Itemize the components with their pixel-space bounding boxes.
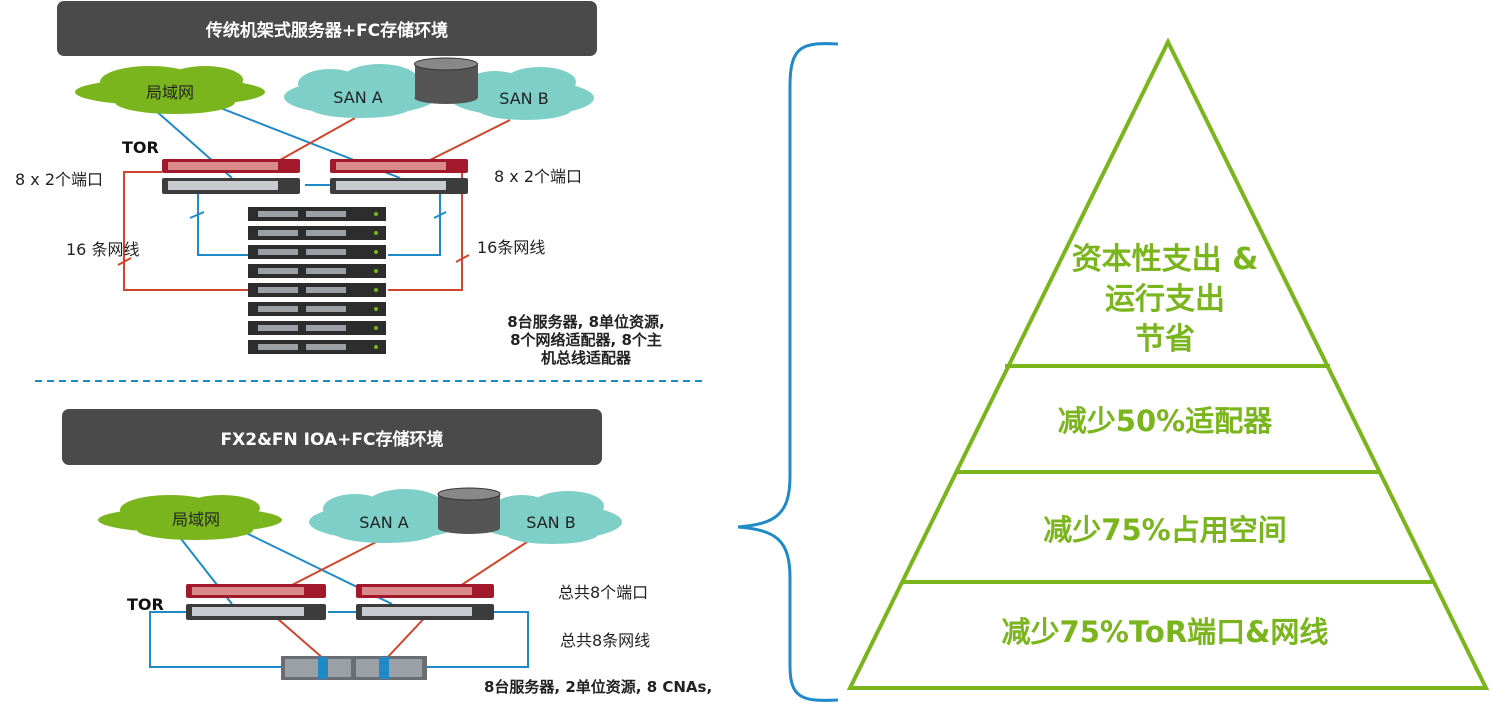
top-summary-line2: 8个网络适配器, 8个主 [510, 331, 662, 349]
top-summary-note: 8台服务器, 8单位资源, 8个网络适配器, 8个主 机总线适配器 [486, 313, 686, 367]
top-summary-line3: 机总线适配器 [540, 349, 631, 367]
top-summary-line1: 8台服务器, 8单位资源, [507, 313, 665, 331]
bottom-san-a-label: SAN A [359, 513, 408, 532]
bottom-tor-label: TOR [127, 595, 164, 614]
bottom-fx2-chassis [281, 656, 427, 680]
top-storage-icon [414, 57, 478, 104]
top-tor-label: TOR [122, 138, 159, 157]
bottom-red-links [269, 539, 531, 661]
curly-brace [737, 42, 839, 702]
pyramid-tier-adapters: 减少50%适配器 [1057, 404, 1273, 438]
pyramid-graphic [846, 37, 1490, 690]
bottom-storage-icon [437, 487, 501, 534]
pyramid-top-line3: 节省 [1135, 322, 1195, 357]
top-tor-switch-left [162, 159, 300, 194]
top-san-a-label: SAN A [333, 88, 382, 107]
pyramid-top-line1: 资本性支出 & [1071, 242, 1259, 277]
top-san-b-label: SAN B [499, 89, 548, 108]
top-banner: 传统机架式服务器+FC存储环境 [57, 1, 597, 56]
bottom-tor-switch-left [186, 584, 326, 620]
bottom-tor-switch-right [356, 584, 494, 620]
pyramid-tier-ports: 减少75%ToR端口&网线 [1001, 615, 1329, 649]
bottom-summary-note: 8台服务器, 2单位资源, 8 CNAs, [484, 678, 713, 696]
top-ports-left: 8 x 2个端口 [15, 170, 104, 189]
bottom-ports-total: 总共8个端口 [558, 583, 649, 602]
top-san-b-cloud [450, 67, 594, 120]
top-tor-switch-right [330, 159, 468, 194]
top-server-stack [248, 207, 386, 354]
top-lan-cloud [75, 66, 265, 114]
bottom-banner: FX2&FN IOA+FC存储环境 [62, 409, 602, 465]
top-lan-label: 局域网 [146, 83, 194, 102]
pyramid-top-tier: 资本性支出 & 运行支出 节省 [1040, 240, 1290, 360]
pyramid-tier-space: 减少75%占用空间 [1043, 513, 1287, 547]
bottom-lan-label: 局域网 [172, 510, 220, 529]
bottom-cables-total: 总共8条网线 [560, 631, 651, 650]
bottom-san-b-cloud [478, 491, 622, 544]
bottom-network-diagram: 局域网 SAN A SAN B [98, 487, 622, 680]
bottom-blue-links [149, 529, 529, 668]
top-san-a-cloud [284, 64, 436, 118]
pyramid-top-line2: 运行支出 [1105, 282, 1225, 317]
bottom-lan-cloud [98, 495, 282, 540]
top-network-diagram: 局域网 SAN A SAN B [35, 57, 702, 382]
bottom-san-b-label: SAN B [526, 513, 575, 532]
top-ports-right: 8 x 2个端口 [494, 167, 583, 186]
top-cables-right: 16条网线 [477, 238, 546, 257]
top-cables-left: 16 条网线 [66, 240, 140, 259]
bottom-san-a-cloud [309, 489, 461, 543]
